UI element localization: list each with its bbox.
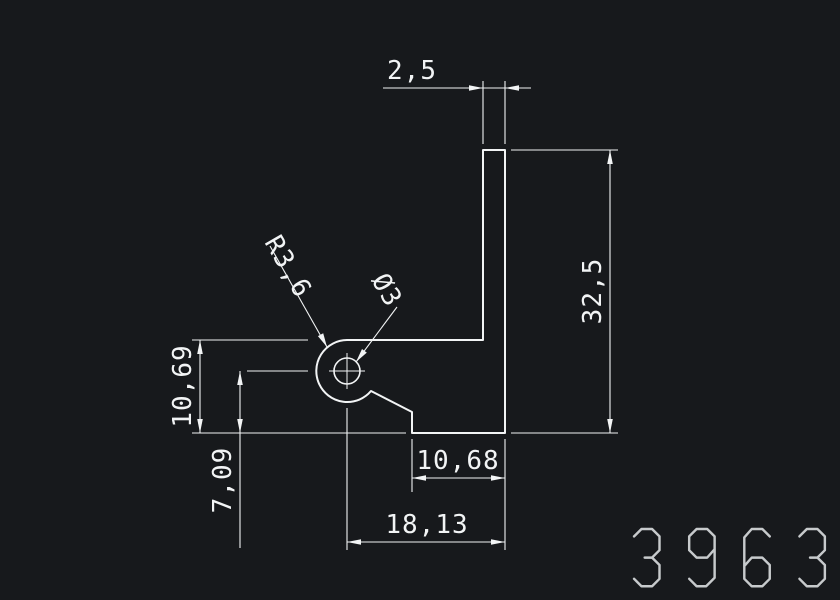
arrowhead (607, 150, 613, 164)
part-number-digit (687, 527, 716, 588)
arrowhead (491, 539, 505, 545)
part-number (632, 527, 827, 588)
part-number-digit (632, 556, 661, 588)
hole-center-mark (329, 353, 365, 389)
arrowhead (237, 419, 243, 433)
profile-contour (315, 149, 506, 434)
label-arm-height: 10,69 (168, 344, 198, 427)
leader-bead-radius (269, 245, 328, 348)
leader-line (269, 245, 328, 348)
dimension-hole-center-offset (346, 408, 505, 550)
dimension-overall-height (511, 149, 618, 434)
dimension-lines (192, 81, 618, 550)
arrowhead (347, 539, 361, 545)
arrowhead (317, 333, 327, 347)
label-hole-center-height: 7,09 (208, 447, 238, 514)
arrowheads (197, 85, 613, 545)
arrowhead (197, 340, 203, 354)
arrowhead (197, 419, 203, 433)
arrowhead (505, 85, 519, 91)
label-leg-thickness: 2,5 (387, 56, 437, 86)
dimension-bottom-offset (411, 439, 506, 550)
arrowhead (412, 475, 426, 481)
part-number-digit (743, 527, 771, 588)
arrowhead (469, 85, 483, 91)
dimension-hole-center-height (239, 370, 308, 548)
dimension-arm-height (192, 339, 406, 434)
label-overall-height: 32,5 (578, 258, 608, 325)
label-hole-center-offset: 18,13 (385, 510, 468, 540)
profile-outline (315, 149, 506, 434)
arrowhead (356, 349, 367, 362)
arrowhead (607, 419, 613, 433)
part-number-digit (798, 556, 827, 588)
arrowhead (237, 371, 243, 385)
arrowhead (491, 475, 505, 481)
label-bottom-offset: 10,68 (416, 446, 499, 476)
